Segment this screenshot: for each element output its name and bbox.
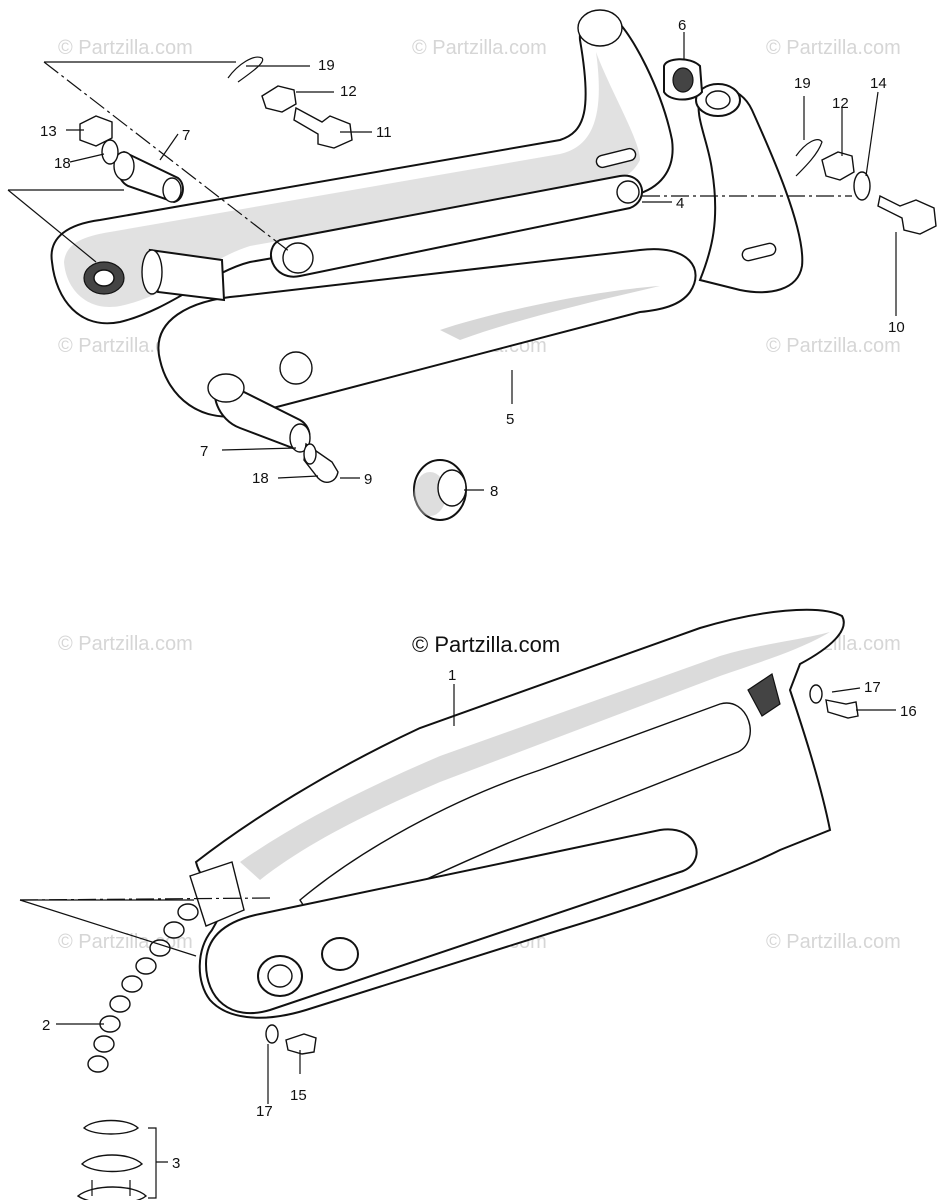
watermark: © Partzilla.com — [766, 931, 901, 953]
washer-18-upper — [101, 139, 119, 165]
callout-16: 16 — [900, 703, 917, 720]
callout-labels: 19 12 11 13 7 18 6 4 19 12 14 10 5 7 18 … — [40, 17, 917, 1172]
watermark: © Partzilla.com — [412, 37, 547, 59]
drive-chain — [87, 903, 199, 1073]
washer-14 — [853, 171, 871, 201]
pivot-collar-lower-face — [289, 423, 311, 453]
plate-top-boss — [577, 9, 623, 47]
bracket-top-tube-inner — [705, 90, 731, 110]
link-arm-right-hole — [616, 180, 640, 204]
master-link-plate-mid — [80, 1154, 144, 1173]
collar-6-hole — [672, 67, 694, 93]
callout-18-upper: 18 — [54, 155, 71, 172]
chain-case-top-shade — [240, 632, 830, 880]
callout-9: 9 — [364, 471, 372, 488]
bracket-slot — [741, 242, 777, 262]
master-link-base — [76, 1186, 148, 1200]
link-arm — [270, 174, 643, 278]
chain-case-hole-right — [321, 937, 359, 971]
washer-17-upper — [809, 684, 823, 704]
nut-13 — [79, 115, 113, 147]
pivot-collar-lower-end — [207, 373, 245, 403]
callout-17-upper: 17 — [864, 679, 881, 696]
callout-19-right: 19 — [794, 75, 811, 92]
callout-2: 2 — [42, 1017, 50, 1034]
callout-19-left: 19 — [318, 57, 335, 74]
cotter-pin-19-left — [227, 56, 264, 83]
washer-18-lower — [303, 443, 317, 465]
washer-17-lower — [265, 1024, 279, 1044]
master-link-kit — [76, 1119, 148, 1200]
chain-case-hole-left-inner — [267, 964, 293, 988]
pivot-collar-upper-end — [162, 177, 182, 203]
bolt-10 — [877, 194, 937, 235]
callout-5: 5 — [506, 411, 514, 428]
chain-case-slot — [747, 673, 781, 717]
swingarm-plate-rear — [50, 13, 674, 325]
callout-7-upper: 7 — [182, 127, 190, 144]
callout-10: 10 — [888, 319, 905, 336]
callout-7-lower: 7 — [200, 443, 208, 460]
swingarm-assembly — [50, 9, 937, 521]
callout-13: 13 — [40, 123, 57, 140]
callout-12-right: 12 — [832, 95, 849, 112]
plate-slot — [595, 147, 637, 169]
plate-left-hole-inner — [93, 269, 115, 287]
callout-11: 11 — [376, 124, 392, 141]
watermark: © Partzilla.com — [58, 633, 193, 655]
master-link-plate-top — [82, 1119, 140, 1135]
link-arm-end-hole — [282, 242, 314, 274]
upper-leaders — [7, 32, 897, 491]
castle-nut-12-right — [821, 151, 855, 181]
callout-8: 8 — [490, 483, 498, 500]
bolt-16 — [825, 699, 859, 719]
callout-3: 3 — [172, 1155, 180, 1172]
watermark: © Partzilla.com — [58, 37, 193, 59]
inner-spacer-face — [141, 249, 163, 295]
lower-leaders — [19, 684, 896, 1199]
cap-8-face — [437, 469, 467, 507]
callout-6: 6 — [678, 17, 686, 34]
chain-case-assembly — [76, 608, 859, 1200]
callout-18-lower: 18 — [252, 470, 269, 487]
callout-4: 4 — [676, 195, 684, 212]
callout-17-lower: 17 — [256, 1103, 273, 1120]
callout-12-left: 12 — [340, 83, 357, 100]
swingarm-bracket-front — [697, 86, 804, 294]
watermark: © Partzilla.com — [766, 37, 901, 59]
callout-1: 1 — [448, 667, 456, 684]
cotter-pin-19-right — [795, 139, 823, 177]
castle-nut-12-left — [261, 85, 297, 113]
watermark: © Partzilla.com — [766, 335, 901, 357]
bolt-11 — [293, 106, 353, 149]
main-arm-shade — [440, 286, 660, 340]
brand-label: © Partzilla.com — [412, 632, 560, 657]
swingarm-plate-shade — [64, 52, 640, 307]
bolt-15 — [285, 1033, 317, 1055]
chain-case-front-cap — [189, 861, 245, 927]
callout-15: 15 — [290, 1087, 307, 1104]
main-arm-hole — [279, 351, 313, 385]
pivot-collar-upper-front — [113, 151, 135, 181]
callout-14: 14 — [870, 75, 887, 92]
